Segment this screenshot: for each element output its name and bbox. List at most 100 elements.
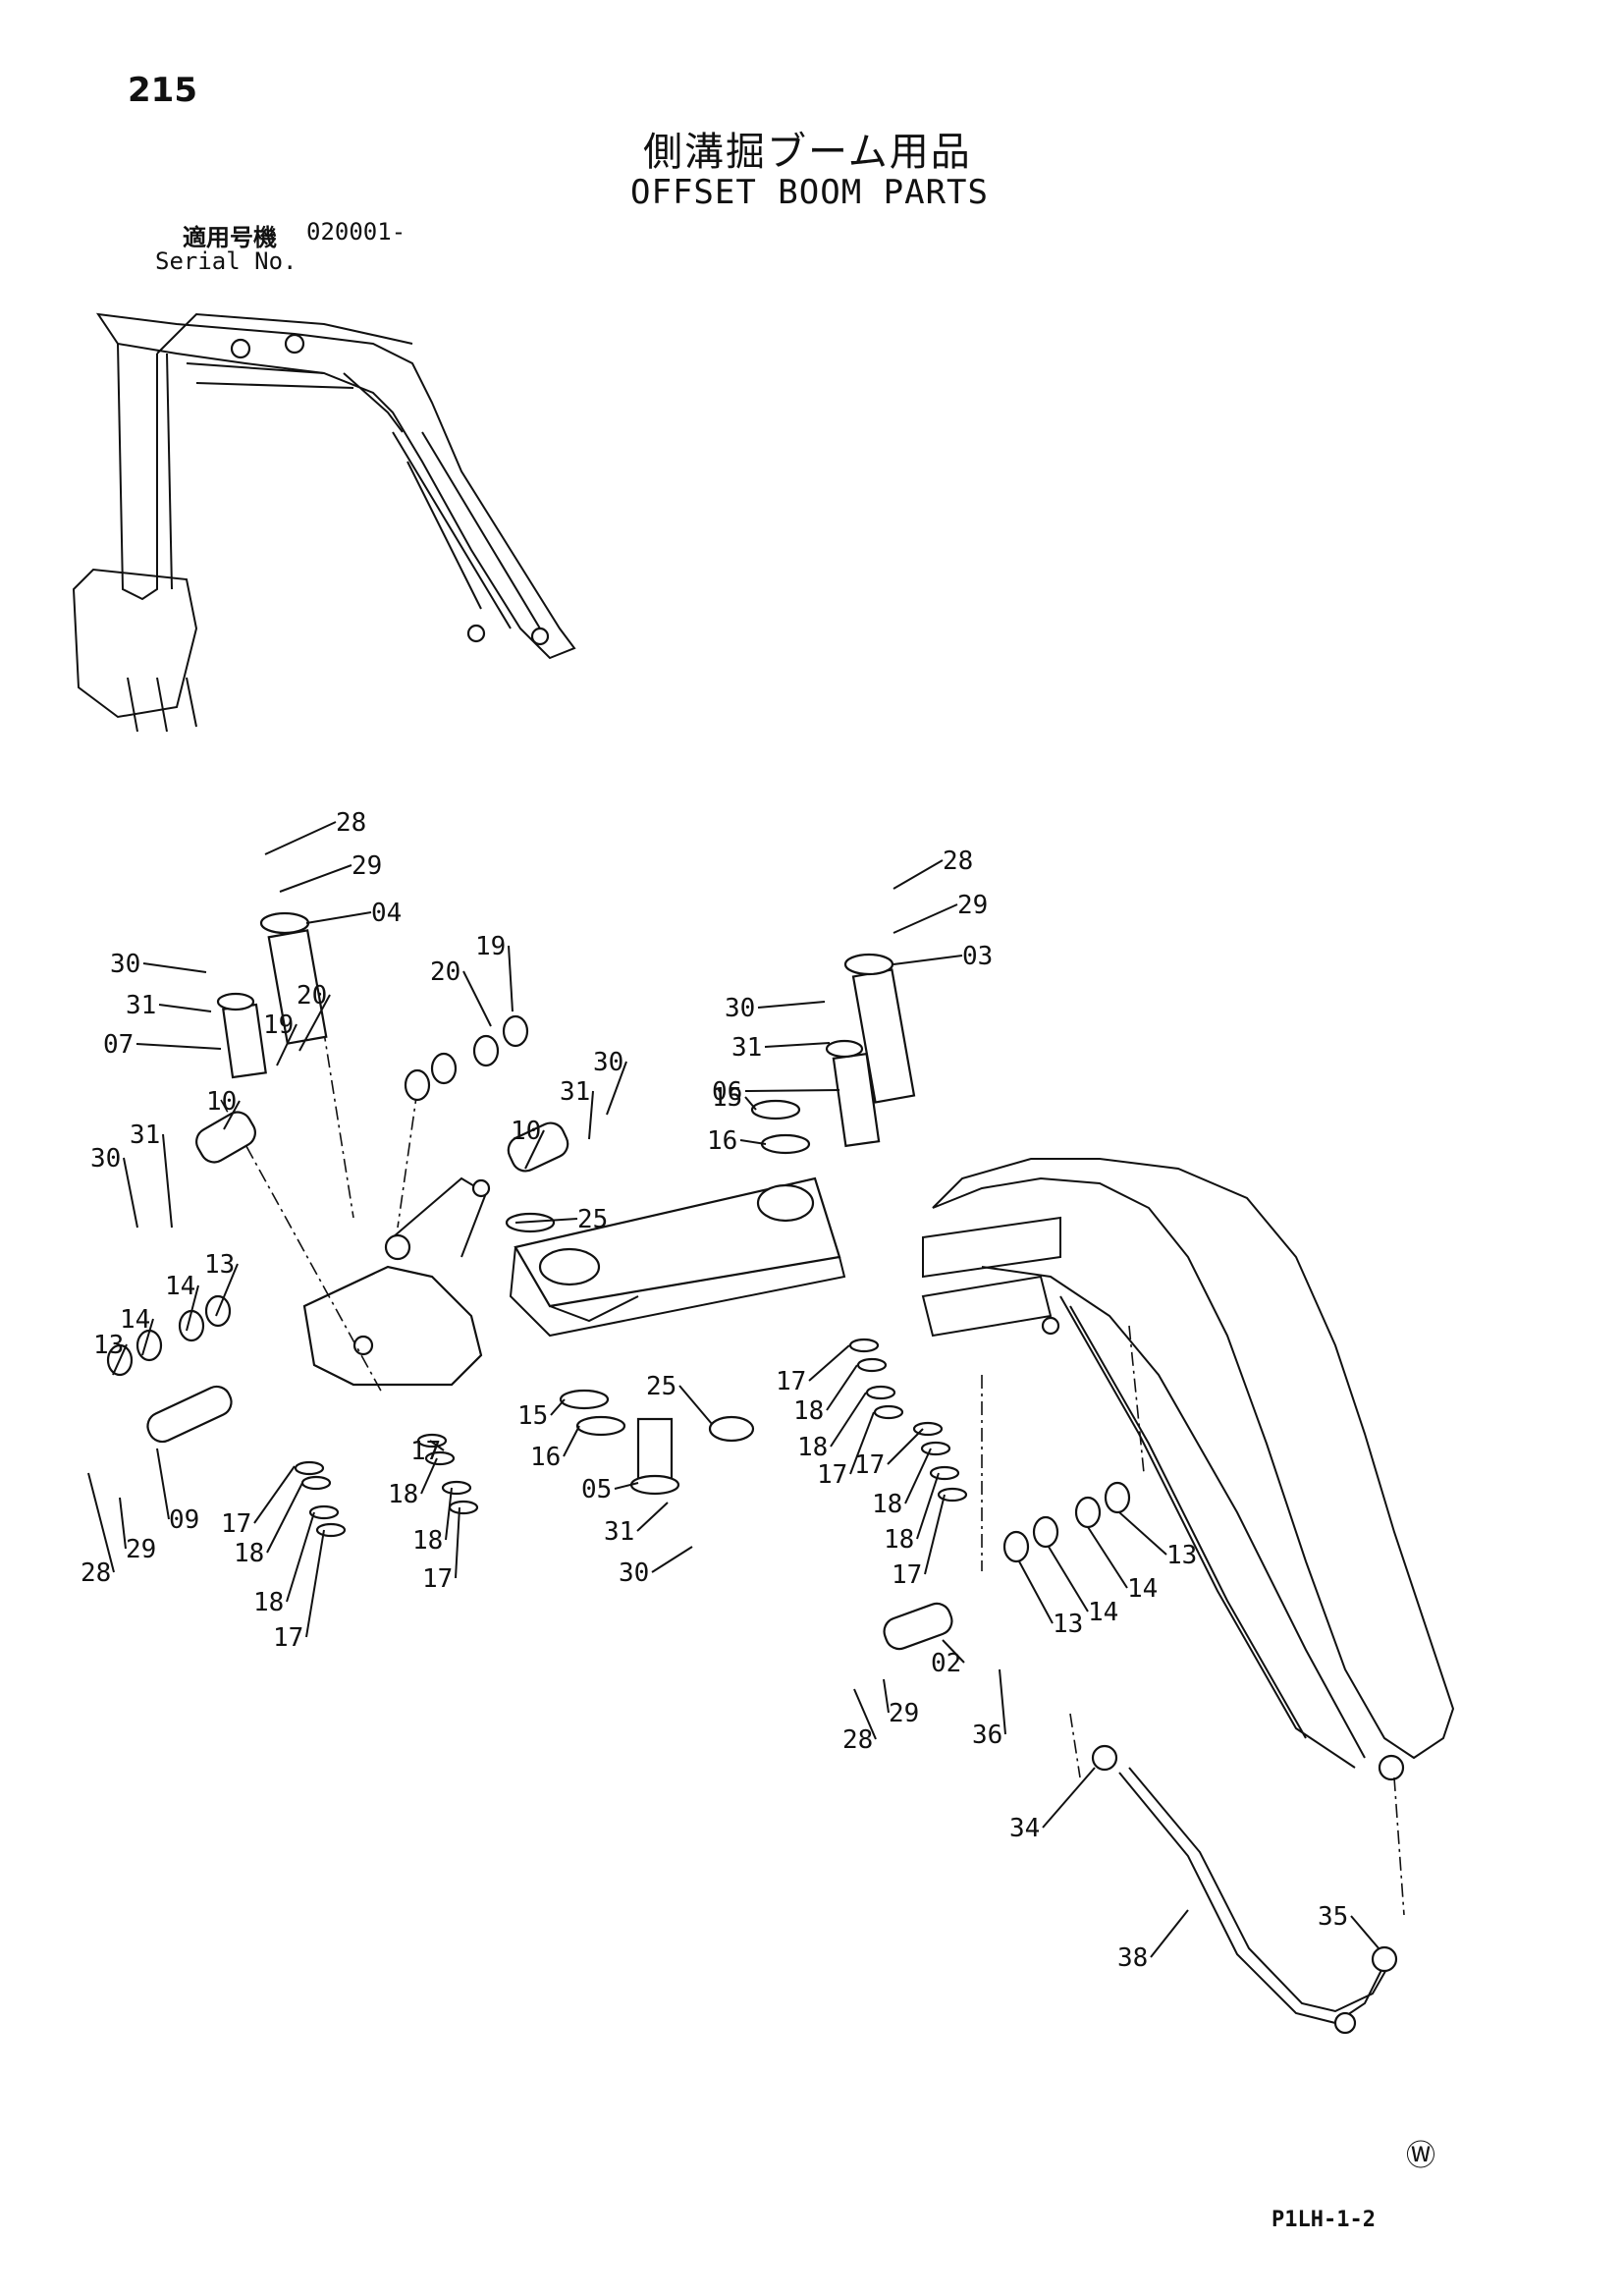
part-callout: 29 (352, 851, 382, 881)
callout-leader (606, 1061, 627, 1116)
page-number: 215 (128, 71, 197, 110)
part-callout: 31 (126, 991, 156, 1020)
part-callout: 19 (475, 932, 506, 961)
callout-leader (253, 1465, 296, 1524)
part-callout: 30 (110, 950, 140, 979)
callout-leader (420, 1457, 438, 1495)
drawing-code: P1LH-1-2 (1271, 2208, 1376, 2232)
callout-leader (266, 1482, 303, 1554)
part-callout: 18 (884, 1525, 914, 1555)
part-callout: 30 (90, 1144, 121, 1174)
part-callout: 31 (731, 1033, 762, 1063)
callout-leader (508, 945, 514, 1012)
part-callout: 20 (430, 957, 460, 987)
part-callout: 30 (619, 1558, 649, 1588)
callout-leader (808, 1344, 850, 1382)
serial-number-value: 020001- (306, 218, 406, 246)
part-callout: 38 (1117, 1943, 1148, 1973)
callout-leader (757, 1001, 826, 1009)
callout-leader (739, 1139, 767, 1145)
part-callout: 15 (517, 1401, 548, 1431)
callout-leader (298, 994, 331, 1052)
callout-leader (142, 962, 207, 973)
part-callout: 25 (577, 1205, 608, 1234)
callout-leader (264, 821, 337, 855)
part-callout: 14 (120, 1305, 150, 1335)
callout-leader (893, 955, 963, 965)
callout-leader (904, 1448, 932, 1504)
part-callout: 18 (872, 1490, 902, 1519)
callout-leader (429, 1440, 445, 1451)
callout-leader (1042, 1767, 1096, 1829)
part-callout: 09 (169, 1505, 199, 1535)
part-callout: 13 (1166, 1541, 1197, 1570)
callout-leader (999, 1668, 1006, 1735)
callout-leader (849, 1411, 875, 1475)
callout-leader (455, 1506, 460, 1579)
part-callout: 28 (336, 808, 366, 838)
part-callout: 03 (962, 942, 993, 971)
callout-leader (1118, 1511, 1167, 1556)
hydraulic-hose (1069, 1713, 1405, 2035)
callout-leader (276, 1023, 298, 1066)
part-callout: 34 (1009, 1814, 1040, 1843)
part-callout: 05 (581, 1475, 612, 1504)
callout-leader (744, 1096, 757, 1111)
part-callout: 18 (388, 1480, 418, 1509)
part-callout: 31 (130, 1121, 160, 1150)
callout-leader (141, 1318, 154, 1356)
callout-leader (123, 1157, 138, 1229)
callout-leader (112, 1343, 128, 1376)
part-callout: 18 (797, 1433, 828, 1462)
part-callout: 19 (263, 1011, 294, 1040)
callout-leader (744, 1089, 840, 1092)
part-callout: 29 (889, 1699, 919, 1728)
callout-leader (678, 1385, 713, 1425)
part-callout: 29 (957, 891, 988, 920)
part-callout: 18 (412, 1526, 443, 1556)
callout-leader (215, 1263, 239, 1317)
callout-leader (588, 1090, 594, 1140)
callout-leader (135, 1043, 222, 1050)
callout-leader (186, 1285, 199, 1332)
part-callout: 16 (707, 1126, 737, 1156)
part-callout: 13 (1053, 1610, 1083, 1639)
callout-leader (279, 864, 352, 893)
part-callout: 28 (81, 1558, 111, 1588)
part-callout: 14 (165, 1272, 195, 1301)
part-callout: 17 (892, 1560, 922, 1590)
part-callout: 07 (103, 1030, 134, 1060)
callout-leader (524, 1129, 545, 1170)
callout-leader (893, 903, 958, 934)
part-callout: 17 (776, 1367, 806, 1396)
part-callout: 30 (593, 1048, 623, 1077)
callout-leader (651, 1546, 693, 1573)
part-callout: 10 (206, 1087, 237, 1117)
callout-leader (830, 1392, 867, 1448)
part-callout: 02 (931, 1649, 961, 1678)
part-callout: 14 (1127, 1574, 1158, 1604)
part-callout: 36 (972, 1721, 1002, 1750)
part-callout: 13 (204, 1250, 235, 1280)
part-callout: 17 (221, 1509, 251, 1539)
part-callout: 17 (273, 1623, 303, 1653)
callout-leader (514, 1218, 578, 1224)
part-callout: 18 (253, 1588, 284, 1617)
part-callout: 16 (530, 1443, 561, 1472)
serial-label-japanese: 適用号機 (183, 224, 277, 251)
callout-leader (87, 1472, 115, 1573)
part-callout: 28 (943, 847, 973, 876)
part-callout: 17 (817, 1460, 847, 1490)
callout-leader (1018, 1560, 1054, 1624)
callout-leader (614, 1482, 639, 1490)
revision-mark: Ⓦ (1406, 2139, 1435, 2173)
part-callout: 04 (371, 899, 402, 928)
part-callout: 17 (410, 1437, 441, 1466)
part-callout: 31 (560, 1077, 590, 1107)
serial-label: Serial No. (155, 247, 298, 275)
callout-leader (462, 970, 492, 1027)
callout-leader (893, 859, 944, 890)
callout-leader (305, 1529, 325, 1638)
